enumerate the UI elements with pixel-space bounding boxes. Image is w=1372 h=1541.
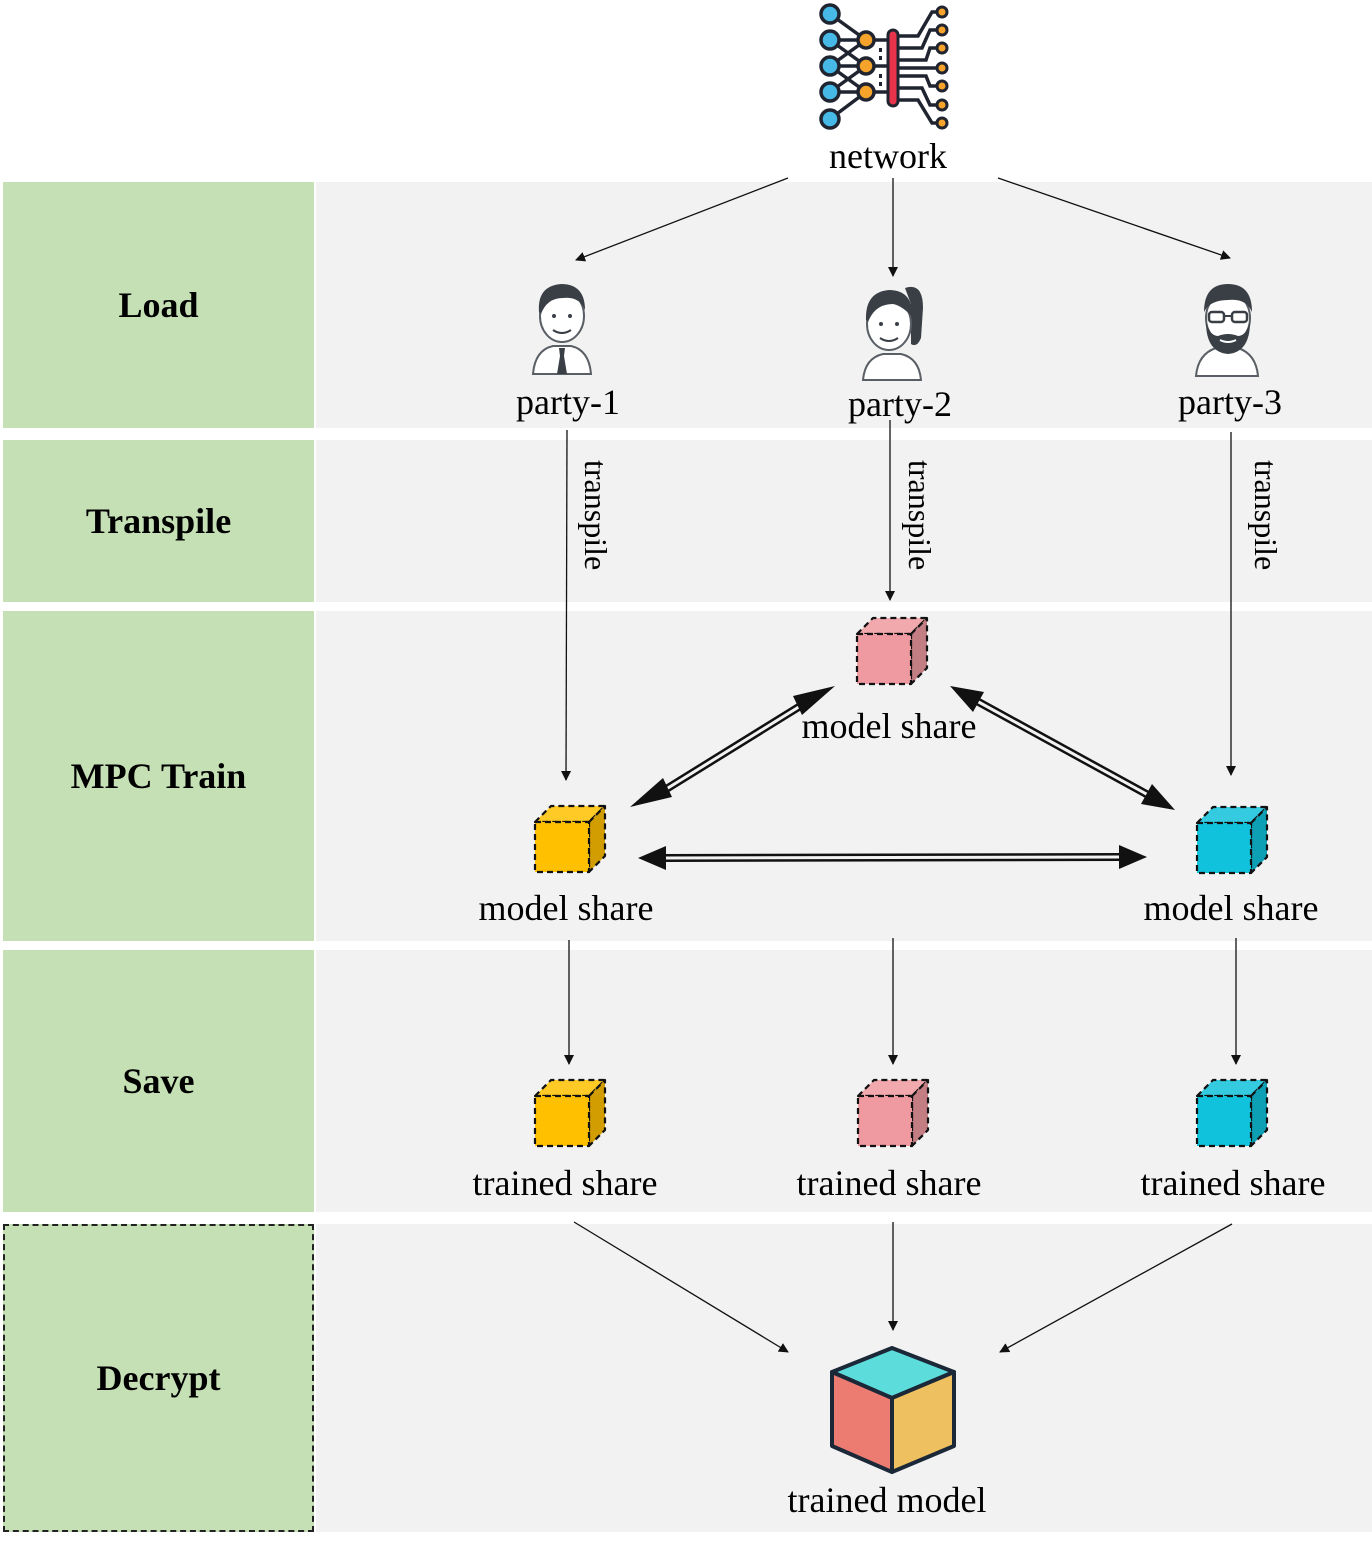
cube-front-face bbox=[856, 1094, 914, 1148]
model-share-cube-2 bbox=[855, 616, 931, 693]
cube-front-face bbox=[533, 1094, 591, 1148]
man-with-tie-avatar-icon bbox=[531, 284, 593, 375]
trained-share-label-2: trained share bbox=[796, 1163, 982, 1203]
bidirectional-arrow-1-2 bbox=[630, 686, 835, 807]
cube-front-face bbox=[533, 820, 591, 874]
stage-label: Transpile bbox=[85, 501, 232, 541]
model-share-cube-3 bbox=[1195, 805, 1271, 882]
cube-top-face bbox=[533, 1078, 607, 1098]
cube-top-face bbox=[855, 616, 929, 636]
cube-top-face bbox=[533, 804, 607, 824]
stage-mpc-train: MPC Train bbox=[3, 611, 314, 941]
party-3-label: party-3 bbox=[1178, 382, 1282, 422]
woman-with-ponytail-avatar-icon bbox=[861, 286, 923, 381]
stage-decrypt: Decrypt bbox=[3, 1224, 314, 1532]
party-1-label: party-1 bbox=[516, 382, 620, 422]
arrow-network-party-1 bbox=[575, 177, 789, 262]
stage-label: Decrypt bbox=[96, 1358, 221, 1398]
stage-transpile: Transpile bbox=[3, 440, 314, 602]
transpile-edge-label-3: transpile bbox=[1248, 460, 1284, 571]
trained-share-cube-2 bbox=[856, 1078, 932, 1155]
lane-transpile bbox=[316, 440, 1372, 602]
bidirectional-arrow-2-3 bbox=[950, 686, 1175, 810]
trained-model-cube-icon bbox=[830, 1346, 956, 1474]
stage-label: Load bbox=[118, 285, 199, 325]
lane-load bbox=[316, 182, 1372, 428]
stage-label: Save bbox=[122, 1061, 195, 1101]
transpile-edge-label-1: transpile bbox=[578, 460, 614, 571]
cube-front-face bbox=[855, 632, 913, 686]
bearded-man-with-glasses-avatar-icon bbox=[1194, 284, 1260, 377]
stage-save: Save bbox=[3, 950, 314, 1212]
arrow-decrypt-3 bbox=[999, 1223, 1233, 1353]
arrow-transpile-1 bbox=[561, 429, 572, 781]
trained-model-label: trained model bbox=[787, 1480, 987, 1520]
trained-share-cube-3 bbox=[1195, 1078, 1271, 1155]
network-label: network bbox=[829, 136, 947, 176]
cube-top-face bbox=[1195, 1078, 1269, 1098]
trained-share-cube-1 bbox=[533, 1078, 609, 1155]
stage-label: MPC Train bbox=[70, 756, 247, 796]
stage-load: Load bbox=[3, 182, 314, 428]
arrow-network-party-3 bbox=[997, 177, 1231, 260]
model-share-cube-1 bbox=[533, 804, 609, 881]
arrow-decrypt-1 bbox=[573, 1221, 789, 1353]
cube-top-face bbox=[1195, 805, 1269, 825]
trained-share-label-1: trained share bbox=[472, 1163, 658, 1203]
cube-front-face bbox=[1195, 821, 1253, 875]
trained-share-label-3: trained share bbox=[1140, 1163, 1326, 1203]
lane-mpc-train bbox=[316, 611, 1372, 941]
party-2-label: party-2 bbox=[848, 384, 952, 424]
neural-network-icon bbox=[819, 3, 949, 130]
cube-front-face bbox=[1195, 1094, 1253, 1148]
model-share-label-3: model share bbox=[1143, 888, 1319, 928]
model-share-label-1: model share bbox=[478, 888, 654, 928]
bidirectional-arrow-1-3 bbox=[638, 845, 1147, 870]
transpile-edge-label-2: transpile bbox=[902, 460, 938, 571]
lane-save bbox=[316, 950, 1372, 1212]
cube-top-face bbox=[856, 1078, 930, 1098]
model-share-label-2: model share bbox=[801, 706, 977, 746]
